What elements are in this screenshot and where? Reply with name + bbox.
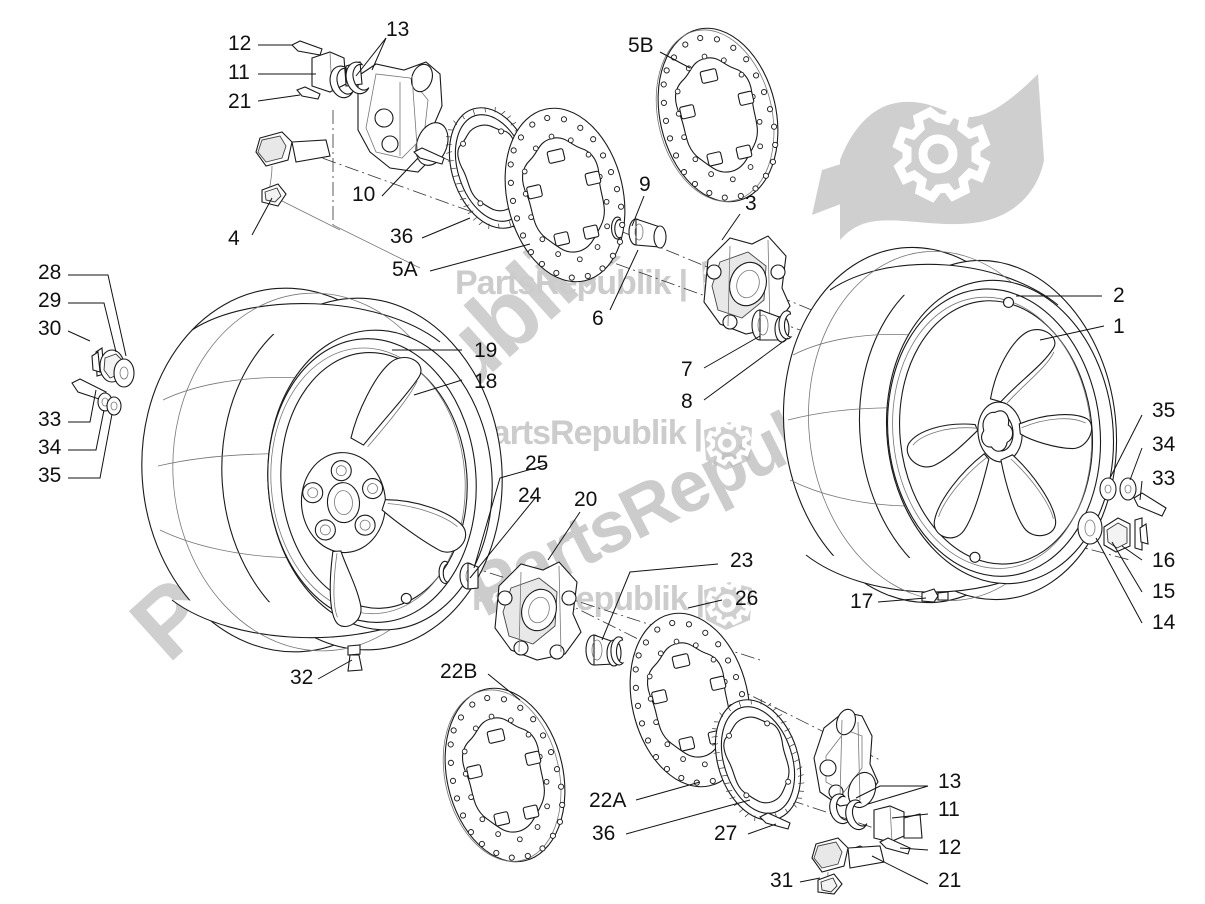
callout-33: 33 [38, 408, 62, 431]
callout-20: 20 [574, 488, 598, 511]
callout-13: 13 [386, 18, 410, 41]
valve-stem-front [921, 588, 949, 603]
callout-36-rear: 36 [592, 822, 616, 845]
brake-disc-rear-b [442, 687, 566, 863]
callout-30: 30 [38, 317, 62, 340]
callout-36-front: 36 [390, 225, 414, 248]
callout-27: 27 [714, 822, 738, 845]
callout-5b: 5B [628, 34, 654, 57]
bearing-and-circlip-front [751, 309, 793, 343]
watermark-gear-icon-2 [704, 420, 752, 470]
caliper-clips-rear [829, 793, 868, 831]
callout-18: 18 [474, 370, 498, 393]
caliper-bolt-rear [879, 837, 911, 855]
callout-12-rear: 12 [938, 836, 962, 859]
brake-disc-rear-a [629, 612, 751, 788]
callout-11: 11 [228, 61, 250, 84]
callout-14: 14 [1152, 611, 1176, 634]
caliper-pin-rear [873, 805, 923, 843]
sensor-screw-front [296, 86, 321, 100]
front-wheel-rim [885, 279, 1115, 585]
callout-22b: 22B [440, 660, 478, 683]
brake-disc-front-b [655, 27, 779, 203]
callout-28: 28 [38, 261, 62, 284]
rear-axle-hardware-left [71, 347, 135, 416]
callout-6: 6 [592, 307, 604, 330]
callout-17: 17 [850, 590, 874, 613]
callout-19: 19 [474, 339, 498, 362]
rear-hub-carrier-lower [494, 561, 582, 661]
bearing-spacer [628, 218, 667, 249]
watermark-logo-mark [812, 74, 1044, 240]
front-axle-hardware [1077, 477, 1167, 553]
callout-10: 10 [352, 183, 376, 206]
callout-9: 9 [639, 173, 651, 196]
callout-33-right: 33 [1152, 467, 1176, 490]
callout-4: 4 [228, 227, 240, 250]
valve-stem-rear [347, 644, 363, 672]
callout-34: 34 [38, 436, 62, 459]
callout-23: 23 [730, 549, 754, 572]
callout-1: 1 [1113, 315, 1125, 338]
callout-35-right: 35 [1152, 399, 1176, 422]
callout-13-rear: 13 [938, 770, 962, 793]
front-caliper-assembly [255, 40, 449, 207]
callout-25: 25 [525, 452, 549, 475]
callout-31: 31 [770, 869, 794, 892]
callout-21: 21 [228, 90, 252, 113]
abs-sensor-rear [811, 837, 885, 895]
callout-21-rear: 21 [938, 869, 962, 892]
leader-lines [67, 37, 1143, 885]
callout-26: 26 [735, 587, 759, 610]
bearing-group-front [610, 216, 667, 249]
callout-16: 16 [1152, 549, 1176, 572]
rear-bearing-group [438, 560, 479, 590]
watermark-gear-icon-3 [704, 580, 752, 630]
rear-wheel-rim [267, 329, 493, 631]
callout-5a: 5A [392, 258, 418, 281]
callout-29: 29 [38, 289, 62, 312]
callout-15: 15 [1152, 580, 1176, 603]
rear-caliper-assembly [811, 708, 923, 895]
callout-32: 32 [290, 666, 314, 689]
callout-35: 35 [38, 464, 62, 487]
callout-24: 24 [518, 484, 542, 507]
callout-22a: 22A [589, 789, 627, 812]
brake-disc-front-a [504, 107, 626, 283]
callout-11-rear: 11 [938, 798, 960, 821]
callout-12: 12 [228, 32, 252, 55]
abs-sensor-front [255, 131, 331, 207]
disc-bolt-front [413, 147, 445, 165]
callout-2: 2 [1113, 284, 1125, 307]
abs-tone-ring-rear [711, 698, 805, 822]
disc-bolt-rear [759, 812, 791, 830]
callout-7: 7 [681, 358, 693, 381]
caliper-clips-front [329, 61, 370, 99]
callout-34-right: 34 [1152, 433, 1176, 456]
rear-bearing-23 [585, 634, 625, 667]
callout-3: 3 [745, 192, 757, 215]
caliper-bolt-front [291, 40, 323, 56]
callout-8: 8 [681, 390, 693, 413]
